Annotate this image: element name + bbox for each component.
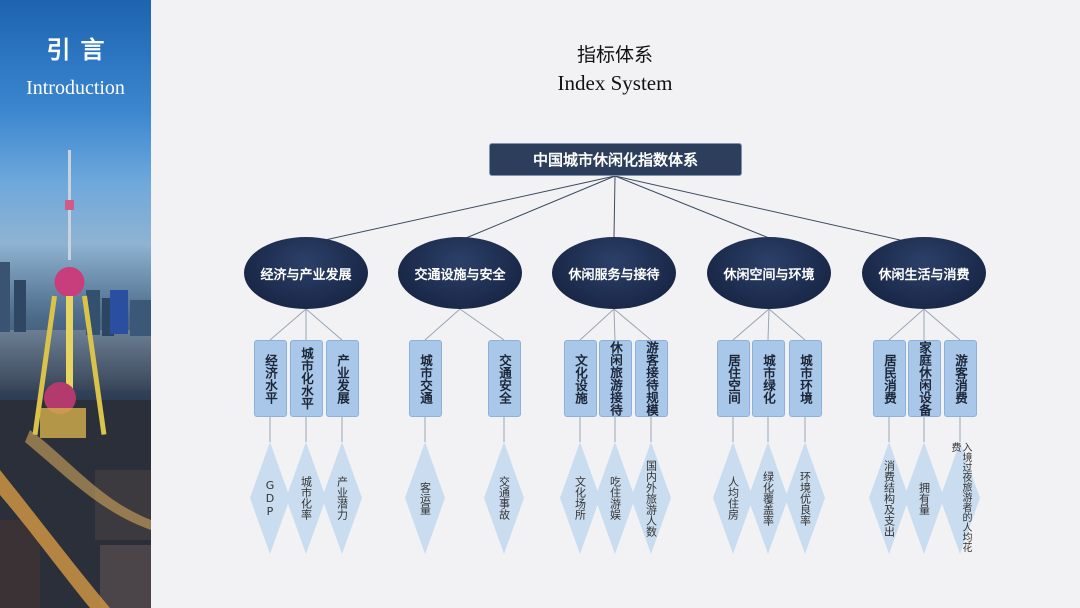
leaf-node: 入境过夜旅游者的人均花费 (940, 442, 980, 554)
sub-node: 游客接待规模 (635, 340, 668, 417)
leaf-node: 环境优良率 (785, 442, 825, 554)
leaf-label: GDP (263, 478, 277, 518)
sidebar-photo-panel: 引言 Introduction (0, 0, 151, 608)
sub-node: 游客消费 (944, 340, 977, 417)
category-node-service: 休闲服务与接待 (552, 237, 676, 309)
sub-node: 城市交通 (409, 340, 442, 417)
leaf-label: 吃住游娱 (608, 476, 622, 520)
page-title-en: Index System (557, 71, 673, 95)
category-node-consumption: 休闲生活与消费 (862, 237, 986, 309)
diamond-shape (904, 442, 944, 554)
diamond-shape (631, 442, 671, 554)
leaf-node: 绿化覆盖率 (748, 442, 788, 554)
leaf-node: 交通事故 (484, 442, 524, 554)
leaf-label: 交通事故 (497, 476, 511, 520)
sub-node: 城市化水平 (290, 340, 323, 417)
leaf-label: 绿化覆盖率 (761, 470, 775, 526)
diamond-shape (560, 442, 600, 554)
category-node-transport: 交通设施与安全 (398, 237, 522, 309)
diamond-shape (785, 442, 825, 554)
leaf-node: 文化场所 (560, 442, 600, 554)
intro-title-en: Introduction (26, 77, 125, 99)
leaf-node: 拥有量 (904, 442, 944, 554)
sub-node: 休闲旅游接待 (599, 340, 632, 417)
diamond-shape (713, 442, 753, 554)
sub-node: 经济水平 (254, 340, 287, 417)
diamond-shape (595, 442, 635, 554)
leaf-label: 文化场所 (573, 476, 587, 520)
leaf-node: 消费结构及支出 (869, 442, 909, 554)
diamond-shape (940, 442, 980, 554)
diamond-shape (286, 442, 326, 554)
diamond-shape (484, 442, 524, 554)
diamond-shape (405, 442, 445, 554)
leaf-node: 城市化率 (286, 442, 326, 554)
leaf-label: 产业潜力 (335, 476, 349, 520)
leaf-node: 人均住房 (713, 442, 753, 554)
sub-node: 产业发展 (326, 340, 359, 417)
intro-title-cn: 引言 (46, 36, 115, 64)
sub-node: 交通安全 (488, 340, 521, 417)
leaf-label: 人均住房 (726, 476, 740, 520)
leaf-label: 拥有量 (917, 481, 931, 515)
leaf-node: 吃住游娱 (595, 442, 635, 554)
diamond-shape (869, 442, 909, 554)
sub-node: 文化设施 (564, 340, 597, 417)
page-title-cn: 指标体系 (576, 44, 653, 66)
leaf-label: 客运量 (418, 481, 432, 515)
diamond-shape (322, 442, 362, 554)
root-node: 中国城市休闲化指数体系 (489, 143, 742, 176)
leaf-label: 入境过夜旅游者的人均花费 (949, 442, 971, 552)
leaf-label: 消费结构及支出 (882, 459, 896, 537)
diamond-shape (748, 442, 788, 554)
sub-node: 居住空间 (717, 340, 750, 417)
leaf-node: GDP (250, 442, 290, 554)
sub-node: 居民消费 (873, 340, 906, 417)
sub-node: 城市绿化 (752, 340, 785, 417)
category-node-economy: 经济与产业发展 (244, 237, 368, 309)
leaf-label: 城市化率 (299, 476, 313, 520)
diamond-shape (250, 442, 290, 554)
sub-node: 城市环境 (789, 340, 822, 417)
leaf-node: 客运量 (405, 442, 445, 554)
leaf-node: 产业潜力 (322, 442, 362, 554)
city-skyline-image (0, 150, 151, 608)
leaf-label: 环境优良率 (798, 470, 812, 526)
category-node-space: 休闲空间与环境 (707, 237, 831, 309)
sub-node: 家庭休闲设备 (908, 340, 941, 417)
leaf-node: 国内外旅游人数 (631, 442, 671, 554)
leaf-label: 国内外旅游人数 (644, 459, 658, 537)
